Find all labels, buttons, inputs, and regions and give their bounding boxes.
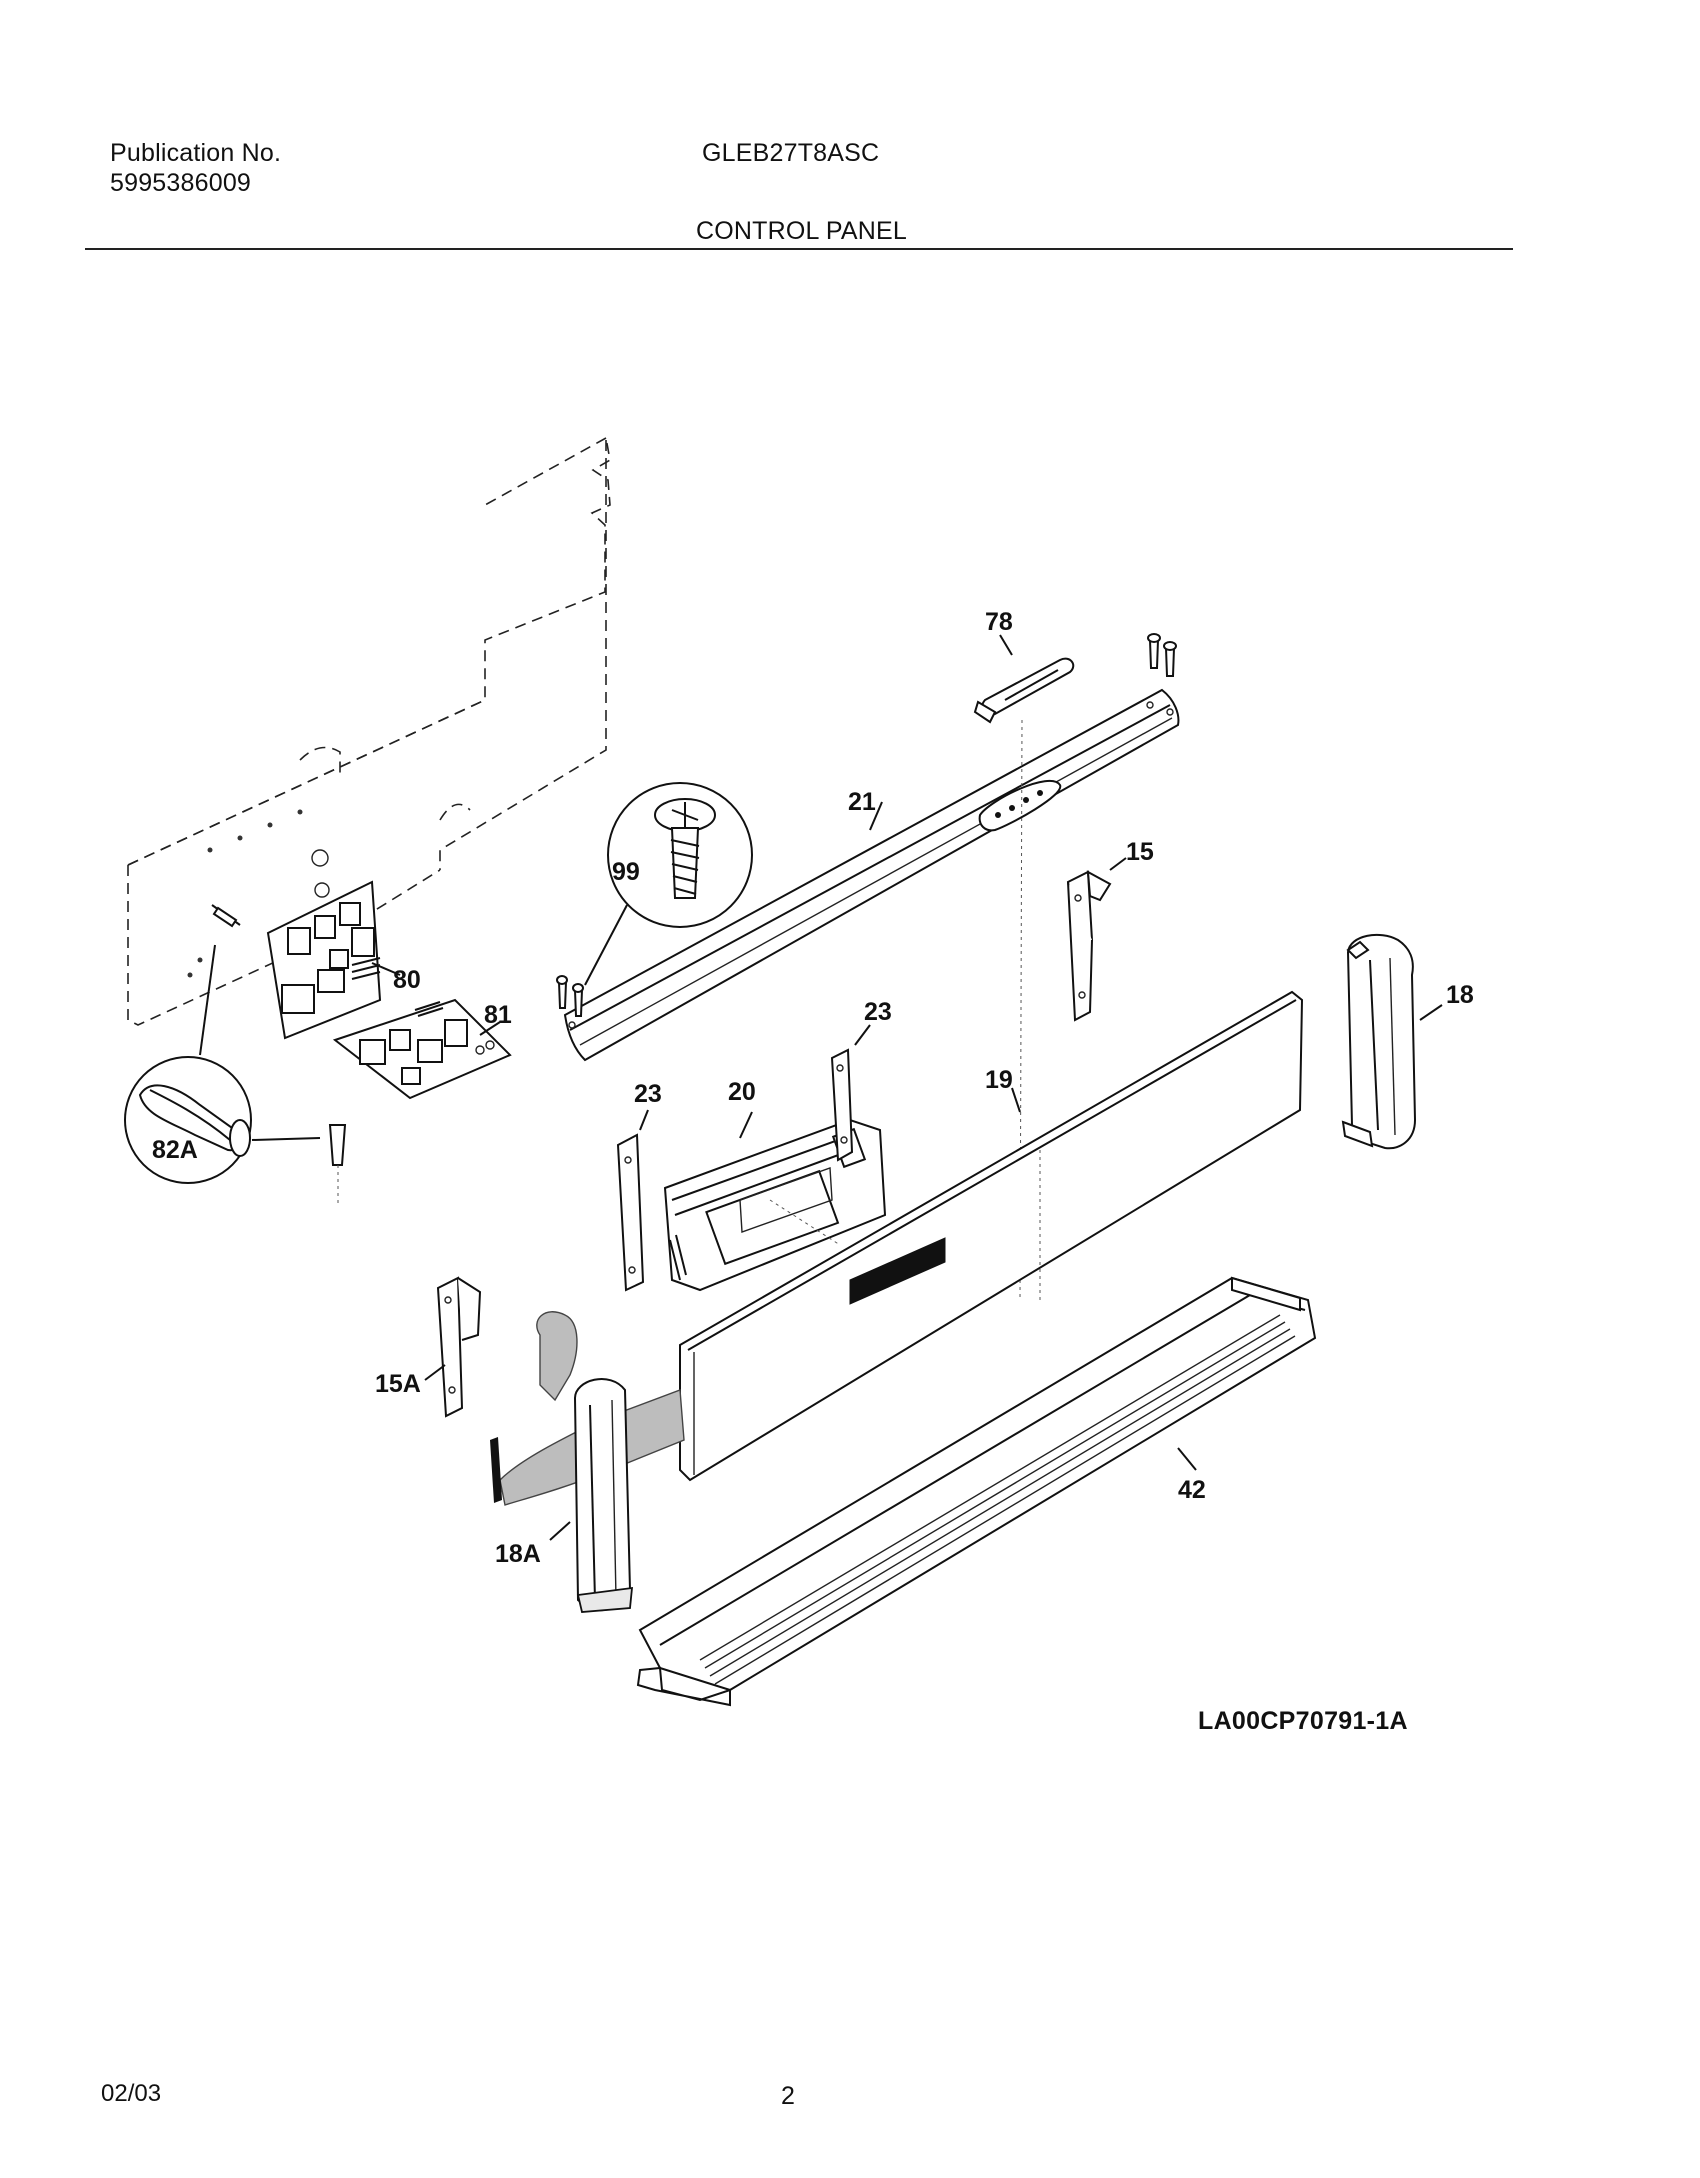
leader-99 — [584, 904, 628, 986]
callout-78: 78 — [985, 608, 1013, 636]
bracket-15A — [436, 1276, 482, 1418]
end-cap-18 — [1341, 933, 1417, 1150]
leader-82A-upper — [199, 944, 216, 1056]
bracket-23-left — [616, 1133, 645, 1292]
leader-80 — [371, 962, 401, 976]
callout-15: 15 — [1126, 838, 1154, 866]
footer-date: 02/03 — [101, 2080, 162, 2107]
end-cap-18A — [573, 1378, 634, 1613]
screws-top-right — [1147, 633, 1177, 677]
base-extrusion-42 — [636, 1276, 1317, 1707]
leader-23-right — [854, 1024, 871, 1046]
leader-81 — [479, 1021, 501, 1036]
leader-15A — [424, 1364, 446, 1381]
callout-15A: 15A — [375, 1370, 421, 1398]
pushpin-on-panel — [211, 904, 241, 928]
leader-82A-lower — [251, 1137, 321, 1141]
callout-19: 19 — [985, 1066, 1013, 1094]
callout-99: 99 — [612, 858, 640, 886]
callout-81: 81 — [484, 1001, 512, 1029]
screws-left-99 — [556, 975, 584, 1017]
callout-18: 18 — [1446, 981, 1474, 1009]
detail-circle-99 — [607, 782, 753, 928]
overlay-panel-19 — [679, 990, 1304, 1482]
callout-20: 20 — [728, 1078, 756, 1106]
callout-42: 42 — [1178, 1476, 1206, 1504]
leader-23-left — [639, 1109, 649, 1131]
bracket-15 — [1066, 870, 1112, 1022]
leader-19 — [1011, 1087, 1021, 1113]
leader-15 — [1109, 857, 1127, 871]
control-board-80 — [266, 880, 382, 1040]
pushpin-82A — [328, 1124, 347, 1205]
control-panel-trim-21 — [563, 688, 1180, 1062]
control-board-81 — [332, 998, 512, 1100]
callout-80: 80 — [393, 966, 421, 994]
callout-82A: 82A — [152, 1136, 198, 1164]
model-number: GLEB27T8ASC — [702, 139, 880, 167]
callout-23-left: 23 — [634, 1080, 662, 1108]
leader-18A — [549, 1521, 571, 1541]
detail-circle-82A — [124, 1056, 252, 1184]
part-78 — [973, 657, 1075, 724]
publication-number: 5995386009 — [110, 169, 252, 197]
leader-42 — [1177, 1447, 1197, 1471]
page-number: 2 — [781, 2082, 795, 2110]
rear-panel-outline — [127, 437, 611, 1026]
callout-23-right: 23 — [864, 998, 892, 1026]
leader-78 — [999, 634, 1013, 656]
header-rule — [85, 248, 1513, 250]
publication-label: Publication No. — [110, 139, 282, 167]
leader-21 — [869, 801, 883, 831]
leader-20 — [739, 1111, 753, 1139]
diagram-code: LA00CP70791-1A — [1198, 1707, 1408, 1735]
callout-21: 21 — [848, 788, 876, 816]
leader-18 — [1419, 1004, 1443, 1021]
bracket-23-right — [830, 1048, 854, 1162]
section-title: CONTROL PANEL — [696, 217, 907, 245]
callout-18A: 18A — [495, 1540, 541, 1568]
